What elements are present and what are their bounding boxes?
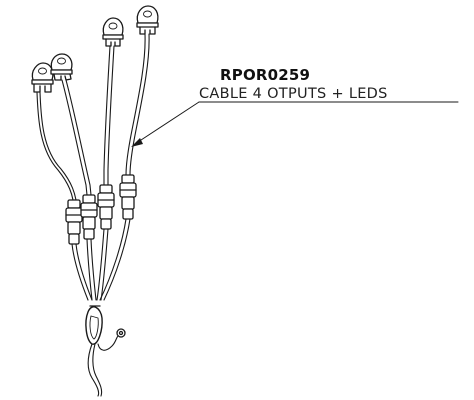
ring-terminal — [116, 328, 126, 338]
tail-cables — [87, 335, 119, 397]
connector-1 — [65, 199, 83, 245]
part-description: CABLE 4 OTPUTS + LEDS — [199, 86, 388, 102]
connector-2 — [80, 194, 98, 240]
lower-cables — [71, 218, 131, 301]
led-head-4 — [136, 5, 159, 35]
bundle-clip — [85, 305, 103, 345]
callout-leader — [131, 101, 459, 147]
led-head-3 — [102, 17, 124, 47]
connector-4 — [119, 174, 137, 220]
led-cables — [36, 33, 150, 201]
part-code: RPOR0259 — [220, 66, 311, 84]
connector-3 — [97, 184, 115, 230]
led-head-2 — [50, 53, 73, 81]
led-head-1 — [31, 62, 54, 93]
